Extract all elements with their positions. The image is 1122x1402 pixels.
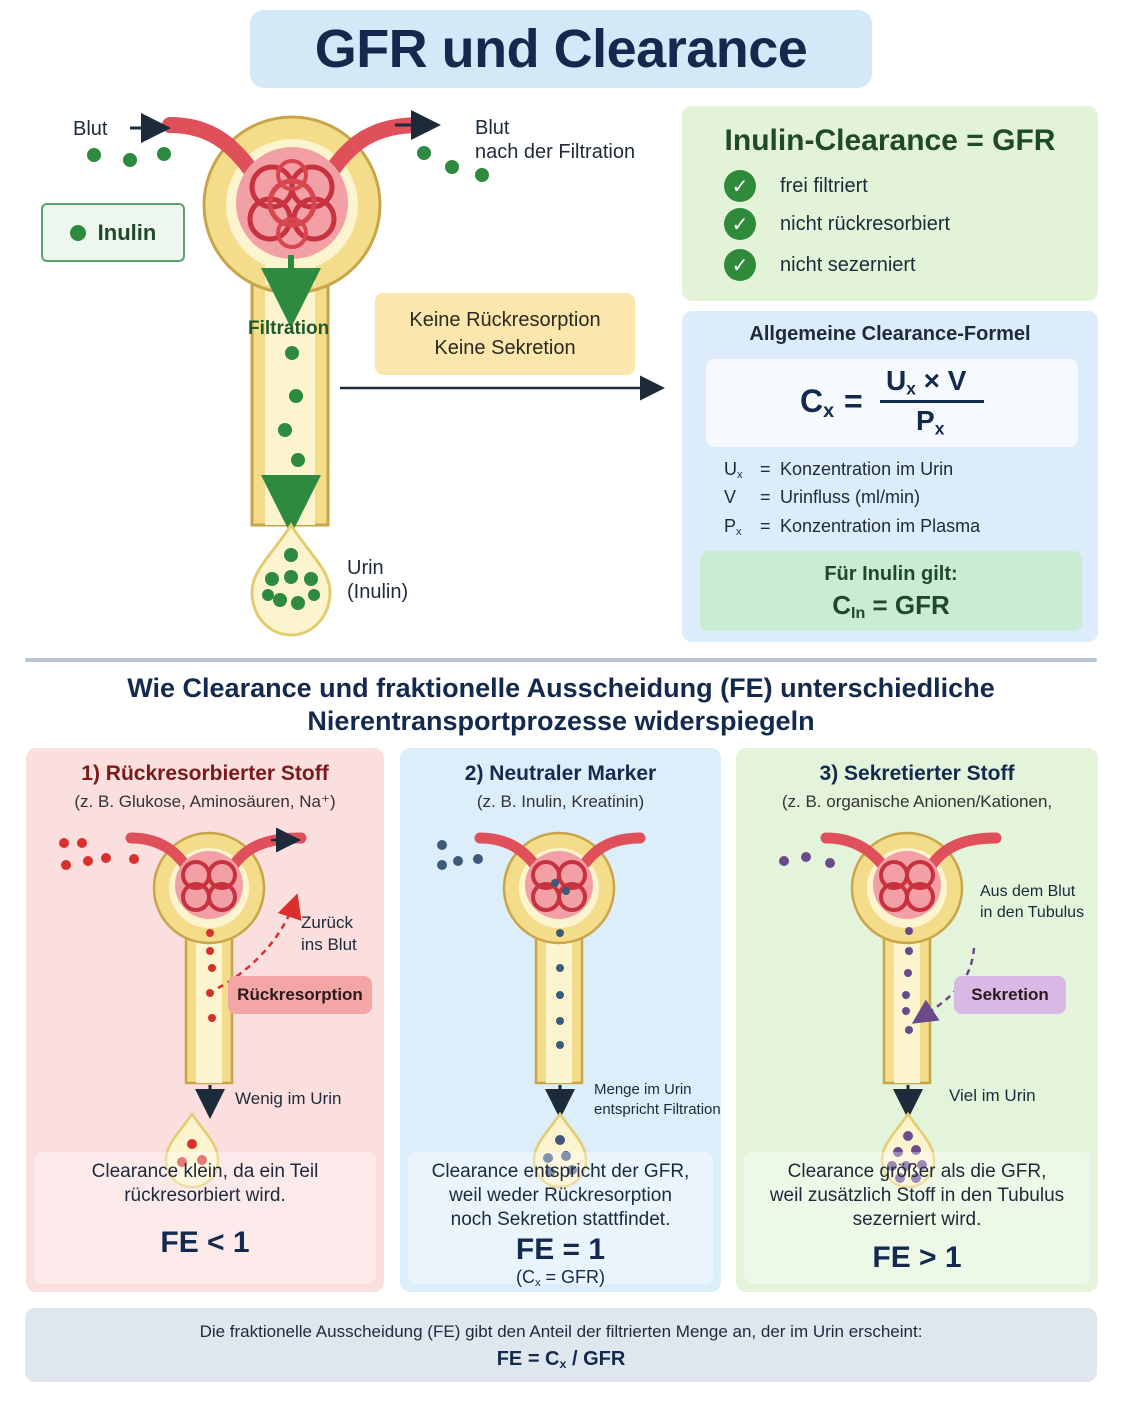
formula-heading: Allgemeine Clearance-Formel — [749, 323, 1031, 345]
urine-drop-reabsorbed — [164, 1111, 220, 1189]
section-divider — [25, 658, 1097, 662]
panel-title: 3) Sekretierter Stoff — [819, 762, 1015, 785]
little-in-urine-label: Wenig im Urin — [235, 1089, 342, 1108]
back-to-blood-line-2: ins Blut — [301, 935, 357, 955]
blood-out-label-line-1: Blut — [475, 117, 510, 139]
blood-out-label-line-2: nach der Filtration — [475, 141, 636, 163]
page-title: GFR und Clearance — [314, 19, 808, 79]
urine-amount-line-1: Menge im Urin — [594, 1081, 692, 1098]
formula-numerator: Ux × V — [886, 365, 967, 399]
inulin-legend-label: Inulin — [97, 219, 157, 245]
nephron-secreted — [779, 831, 1002, 1119]
urine-amount-label: Menge im Urin entspricht Filtration — [594, 1080, 721, 1119]
inulin-rule-box: Für Inulin gilt: CIn = GFR — [700, 551, 1082, 631]
definition-row: Ux = Konzentration im Urin — [724, 459, 954, 481]
reabsorption-tag: Rückresorption — [228, 976, 372, 1014]
blood-to-tubule-line-1: Aus dem Blut — [980, 883, 1076, 900]
fe-value: FE > 1 — [872, 1241, 962, 1275]
definition-row: V = Urinfluss (ml/min) — [724, 487, 921, 507]
urine-amount-line-2: entspricht Filtration — [594, 1100, 721, 1118]
check-label: nicht rückresorbiert — [780, 212, 951, 235]
formula-denominator: Px — [916, 405, 945, 439]
blood-out-label: Blut nach der Filtration — [475, 116, 635, 164]
back-to-blood-label: Zurück ins Blut — [301, 912, 357, 956]
inulin-legend: Inulin — [41, 203, 185, 262]
panel-summary: Clearance entspricht der GFR, weil weder… — [408, 1152, 713, 1289]
footer-text: Die fraktionelle Ausscheidung (FE) gibt … — [199, 1322, 923, 1341]
back-to-blood-line-1: Zurück — [301, 913, 353, 932]
panel-reabsorbed: 1) Rückresorbierter Stoff (z. B. Glukose… — [26, 748, 384, 1292]
fe-note: (Cx = GFR) — [515, 1267, 606, 1290]
formula-lhs: Cx — [800, 383, 835, 422]
no-secretion-text: Keine Sekretion — [434, 337, 576, 359]
fe-definition-footer: Die fraktionelle Ausscheidung (FE) gibt … — [25, 1308, 1097, 1382]
urine-label-line-2: (Inulin) — [347, 581, 409, 603]
check-icon: ✓ — [724, 249, 756, 281]
panel-title: 2) Neutraler Marker — [464, 762, 657, 785]
inulin-dot-icon — [69, 224, 86, 241]
inulin-clearance-title: Inulin-Clearance = GFR — [724, 124, 1056, 157]
blood-to-tubule-label: Aus dem Blut in den Tubulus — [980, 882, 1084, 924]
panel-summary: Clearance größer als die GFR, weil zusät… — [744, 1152, 1090, 1284]
nephron-neutral — [437, 831, 646, 1119]
panel-subtitle: (z. B. Inulin, Kreatinin) — [476, 792, 645, 811]
section-title-line-1: Wie Clearance und fraktionelle Ausscheid… — [127, 673, 995, 703]
panel-subtitle: (z. B. Glukose, Aminosäuren, Na⁺) — [74, 792, 336, 811]
inulin-tubule-dots — [278, 346, 305, 467]
inulin-blood-dots — [87, 146, 489, 182]
inulin-rule-formula: CIn = GFR — [832, 590, 950, 623]
check-icon: ✓ — [724, 208, 756, 240]
fe-value: FE = 1 — [515, 1233, 606, 1267]
urine-drop-neutral — [532, 1111, 588, 1189]
inulin-urine-dots — [262, 548, 320, 610]
check-label: frei filtriert — [780, 174, 868, 197]
panel-subtitle: (z. B. organische Anionen/Kationen, — [781, 792, 1053, 811]
nephron-diagram — [87, 110, 665, 637]
clearance-formula-box: Allgemeine Clearance-Formel Cx = Ux × V … — [682, 311, 1098, 642]
panel-title: 1) Rückresorbierter Stoff — [81, 762, 329, 785]
check-icon: ✓ — [724, 170, 756, 202]
blood-to-tubule-line-2: in den Tubulus — [980, 903, 1085, 921]
panel-neutral: 2) Neutraler Marker (z. B. Inulin, Kreat… — [400, 748, 721, 1292]
panel-description: Clearance entspricht der GFR, weil weder… — [431, 1161, 690, 1230]
footer-formula: FE = Cx / GFR — [496, 1348, 626, 1372]
formula-equals: = — [844, 383, 863, 419]
secretion-tag: Sekretion — [954, 976, 1066, 1014]
much-in-urine-label: Viel im Urin — [949, 1086, 1036, 1105]
no-reabsorption-text: Keine Rückresorption — [409, 309, 601, 331]
title-banner: GFR und Clearance — [250, 10, 872, 88]
filtration-label: Filtration — [248, 318, 330, 339]
check-row: ✓ nicht rückresorbiert — [724, 208, 950, 240]
urine-drop-secreted — [880, 1111, 936, 1189]
nephron-reabsorbed — [59, 827, 307, 1119]
blood-in-label: Blut — [73, 118, 108, 140]
fraction-line — [880, 400, 984, 403]
urine-label-line-1: Urin — [347, 557, 384, 579]
check-row: ✓ frei filtriert — [724, 170, 868, 202]
formula: Cx = Ux × V Px — [706, 359, 1078, 447]
check-row: ✓ nicht sezerniert — [724, 249, 916, 281]
panel-description: Clearance klein, da ein Teil rückresorbi… — [91, 1161, 319, 1206]
section-title: Wie Clearance und fraktionelle Ausscheid… — [0, 672, 1122, 738]
section-title-line-2: Nierentransportprozesse widerspiegeln — [307, 705, 815, 736]
glomerulus — [236, 147, 348, 259]
inulin-rule-heading: Für Inulin gilt: — [824, 563, 958, 585]
inulin-clearance-box: Inulin-Clearance = GFR ✓ frei filtriert … — [682, 106, 1098, 301]
panel-secreted: 3) Sekretierter Stoff (z. B. organische … — [736, 748, 1098, 1292]
panel-description: Clearance größer als die GFR, weil zusät… — [769, 1161, 1065, 1230]
definition-row: Px = Konzentration im Plasma — [724, 516, 981, 538]
panel-summary: Clearance klein, da ein Teil rückresorbi… — [34, 1152, 376, 1284]
urine-label: Urin (Inulin) — [347, 556, 408, 604]
fe-value: FE < 1 — [160, 1225, 250, 1259]
check-label: nicht sezerniert — [780, 253, 916, 276]
no-reabsorption-box: Keine Rückresorption Keine Sekretion — [375, 293, 635, 375]
